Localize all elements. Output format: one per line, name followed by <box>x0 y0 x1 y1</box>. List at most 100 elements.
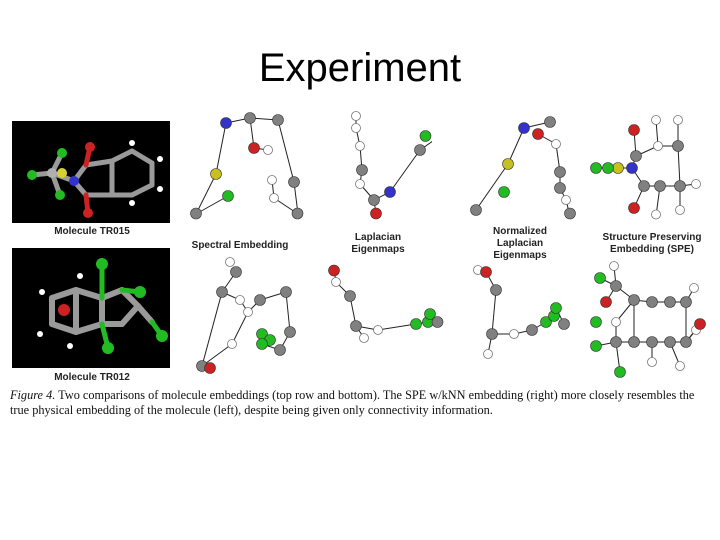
carbon-atom <box>190 207 202 220</box>
carbon-atom <box>646 336 658 348</box>
chlorine-atom <box>550 302 562 314</box>
embed-spectral-top <box>176 108 304 220</box>
method-label-line: Embedding (SPE) <box>610 244 694 255</box>
carbon-atom <box>431 316 444 328</box>
embed-laplacian-bottom-graph <box>328 264 444 343</box>
embed-normalized-bottom-graph <box>473 265 570 359</box>
hydrogen-atom <box>675 361 685 371</box>
hydrogen-atom <box>483 349 493 359</box>
chlorine-atom <box>590 316 602 328</box>
oxygen-atom <box>370 207 382 220</box>
chlorine-atom <box>256 338 268 350</box>
bond-edge <box>231 311 249 345</box>
embed-spectral-top-graph <box>190 112 304 220</box>
method-label-line: Normalized <box>493 226 547 237</box>
carbon-atom <box>680 336 692 348</box>
carbon-atom <box>216 286 228 298</box>
nitrogen-atom <box>518 122 530 134</box>
carbon-atom <box>291 207 304 220</box>
carbon-atom <box>544 116 556 128</box>
hydrogen-atom <box>651 209 661 220</box>
carbon-atom <box>414 144 426 156</box>
carbon-atom <box>628 294 640 306</box>
nitrogen-atom <box>220 117 232 129</box>
hydrogen-atom <box>351 111 361 121</box>
embed-spe-top-graph <box>590 115 701 220</box>
hydrogen-atom <box>355 179 365 189</box>
hydrogen-atom <box>611 317 621 327</box>
chlorine-atom <box>222 190 234 202</box>
carbon-atom <box>368 194 380 206</box>
method-label-line: Laplacian <box>496 238 544 249</box>
oxygen-atom <box>532 128 544 140</box>
method-label-spe: Structure Preserving Embedding (SPE) <box>592 232 712 256</box>
method-label-line: Structure Preserving <box>602 232 702 243</box>
chlorine-atom <box>594 272 606 284</box>
nitrogen-atom <box>626 162 638 174</box>
carbon-atom <box>680 296 692 308</box>
oxygen-atom <box>600 296 612 308</box>
carbon-atom <box>610 336 622 348</box>
carbon-atom <box>230 266 242 278</box>
chlorine-atom <box>540 316 552 328</box>
hydrogen-atom <box>561 195 571 205</box>
carbon-atom <box>564 207 576 220</box>
carbon-atom <box>344 290 356 302</box>
bond-edge <box>475 163 509 211</box>
hydrogen-atom <box>675 205 685 215</box>
hydrogen-atom <box>509 329 519 339</box>
chlorine-atom <box>590 162 602 174</box>
carbon-atom <box>628 336 640 348</box>
method-label-laplacian: Laplacian Eigenmaps <box>320 232 436 256</box>
carbon-atom <box>554 182 566 194</box>
carbon-atom <box>284 326 296 338</box>
hydrogen-atom <box>673 115 683 125</box>
hydrogen-atom <box>227 339 237 349</box>
oxygen-atom <box>628 124 640 136</box>
molecule-tr015-image <box>27 140 163 218</box>
carbon-atom <box>558 318 570 330</box>
caption-text: Two comparisons of molecule embeddings (… <box>10 388 695 417</box>
hydrogen-atom <box>689 283 699 293</box>
bond-edge <box>201 343 233 367</box>
hydrogen-atom <box>359 333 369 343</box>
carbon-atom <box>610 280 622 292</box>
chlorine-atom <box>498 186 510 198</box>
carbon-atom <box>672 140 684 152</box>
carbon-atom <box>526 324 538 336</box>
hydrogen-atom <box>243 307 253 317</box>
oxygen-atom <box>248 142 260 154</box>
carbon-atom <box>654 180 666 192</box>
figure: Molecule TR015 <box>8 108 712 388</box>
hydrogen-atom <box>355 141 365 151</box>
bond-edge <box>201 291 223 367</box>
carbon-atom <box>288 176 300 188</box>
method-label-line: Eigenmaps <box>351 244 405 255</box>
bond-edge <box>389 149 421 193</box>
oxygen-atom <box>628 202 640 214</box>
method-label-line: Eigenmaps <box>493 250 547 261</box>
chlorine-atom <box>602 162 614 174</box>
carbon-atom <box>254 294 266 306</box>
carbon-atom <box>490 284 502 296</box>
chlorine-atom <box>424 308 436 320</box>
embed-laplacian-bottom <box>320 264 444 384</box>
hydrogen-atom <box>373 325 383 335</box>
carbon-atom <box>244 112 256 124</box>
carbon-atom <box>638 180 650 192</box>
bond-edge <box>377 323 417 331</box>
hydrogen-atom <box>551 139 561 149</box>
method-label-normalized: Normalized Laplacian Eigenmaps <box>460 226 580 262</box>
embed-spectral-bottom-graph <box>196 257 296 374</box>
carbon-atom <box>630 150 642 162</box>
embed-normalized-top-graph <box>470 116 576 220</box>
molecule-render-top <box>12 121 170 223</box>
carbon-atom <box>274 344 286 356</box>
bond-edge <box>507 127 525 165</box>
hydrogen-atom <box>647 357 657 367</box>
sulfur-atom <box>502 158 514 170</box>
hydrogen-atom <box>331 277 341 287</box>
slide-title: Experiment <box>258 46 462 90</box>
nitrogen-atom <box>384 186 396 198</box>
caption-figure-ref: Figure 4. <box>10 388 56 402</box>
